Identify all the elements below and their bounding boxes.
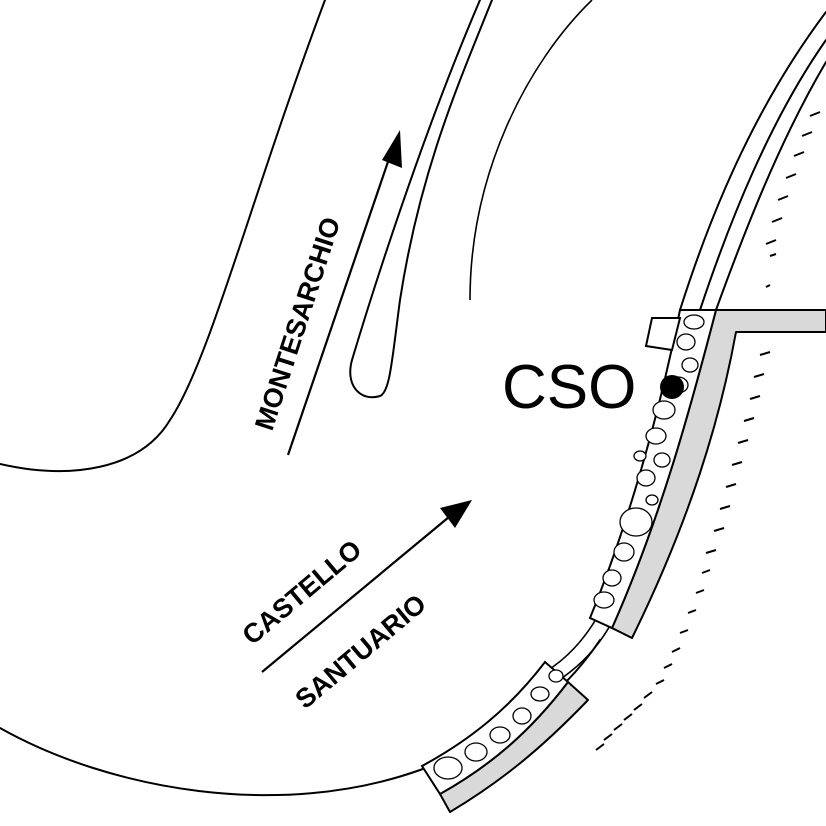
label-santuario: SANTUARIO [290,588,432,714]
wall-cap-block [644,317,682,352]
road-outer-edge [0,0,326,472]
arrow-montesarchio [286,130,402,456]
rail-line-1 [469,0,593,301]
curve-line-b [555,621,613,683]
curve-line-a [544,611,601,673]
rail-line-4 [715,61,826,311]
rail-line-2 [679,11,826,311]
label-cso: CSO [502,353,636,422]
label-castello: CASTELLO [237,534,368,651]
embankment-ticks [595,111,821,751]
arrow-castello-santuario [261,500,472,673]
stones-lower [433,669,564,780]
road-hairpin-island [349,0,493,399]
cso-marker-point [660,375,684,399]
rail-line-3 [699,39,826,311]
